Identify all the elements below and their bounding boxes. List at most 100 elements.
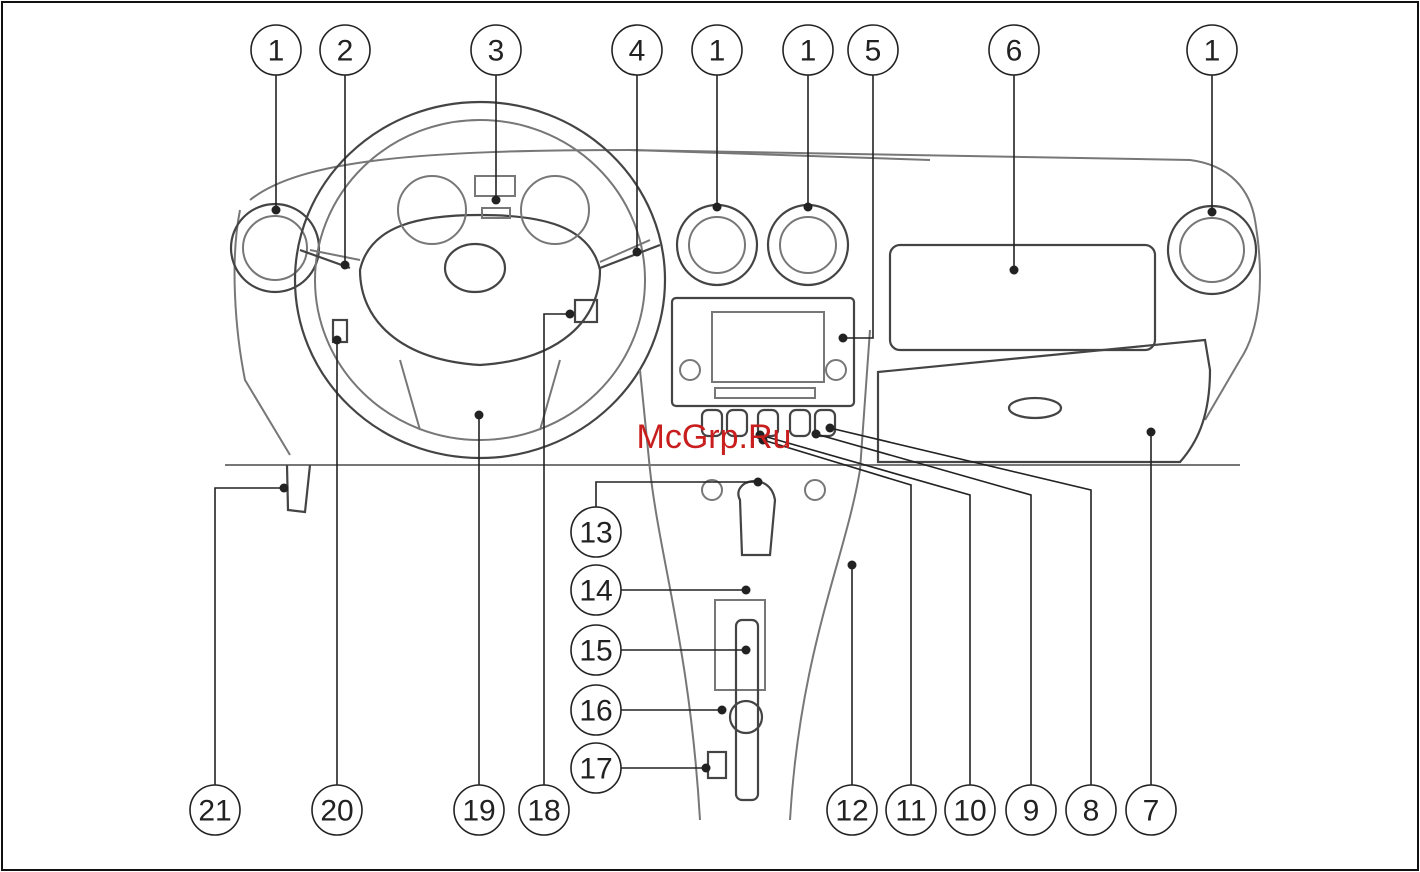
callout-point-21 (280, 484, 289, 493)
passenger-airbag-panel (890, 245, 1155, 350)
callout-4: 4 (612, 25, 662, 75)
right-side-vent (1168, 206, 1256, 294)
gear-knob (738, 481, 775, 555)
callout-number: 2 (337, 35, 354, 68)
callout-number: 1 (800, 35, 817, 68)
dash-top-outline (250, 150, 1255, 220)
callout-leader-9 (816, 434, 1031, 785)
callout-number: 6 (1006, 35, 1023, 68)
callout-point-9 (812, 430, 821, 439)
callout-1: 1 (1187, 25, 1237, 75)
callout-point-8 (826, 424, 835, 433)
callout-leader-10 (760, 435, 970, 785)
airbag-hub (360, 215, 600, 365)
callout-number: 8 (1083, 795, 1100, 828)
callout-point-12 (848, 561, 857, 570)
dash-right-edge (1205, 220, 1260, 420)
callout-13: 13 (571, 507, 621, 557)
callout-point-1 (272, 206, 281, 215)
callout-number: 1 (268, 35, 285, 68)
callout-point-20 (333, 336, 342, 345)
console-switch (708, 752, 726, 778)
console-right-edge (790, 330, 870, 820)
callout-9: 9 (1006, 785, 1056, 835)
callout-point-13 (754, 478, 763, 487)
center-vent-right (768, 205, 848, 285)
callout-number: 1 (1204, 35, 1221, 68)
callout-point-18 (566, 310, 575, 319)
callout-point-16 (718, 706, 727, 715)
callout-point-14 (742, 586, 751, 595)
callout-1: 1 (251, 25, 301, 75)
callout-number: 12 (835, 795, 868, 828)
callout-point-1 (804, 203, 813, 212)
callout-number: 14 (579, 575, 612, 608)
callout-point-7 (1147, 428, 1156, 437)
callout-20: 20 (312, 785, 362, 835)
callout-11: 11 (886, 785, 936, 835)
callout-18: 18 (519, 785, 569, 835)
instrument-cluster (398, 176, 589, 244)
callout-21: 21 (190, 785, 240, 835)
callout-point-1 (1208, 208, 1217, 217)
callout-point-6 (1010, 266, 1019, 275)
callout-leader-21 (215, 488, 284, 785)
callout-6: 6 (989, 25, 1039, 75)
center-console (640, 330, 870, 820)
callout-number: 11 (895, 795, 926, 828)
callout-number: 16 (579, 695, 612, 728)
callout-number: 17 (579, 753, 612, 786)
callout-2: 2 (320, 25, 370, 75)
callout-1: 1 (783, 25, 833, 75)
callout-point-1 (713, 203, 722, 212)
callout-19: 19 (454, 785, 504, 835)
steering-wheel (295, 102, 665, 458)
callout-number: 10 (953, 795, 986, 828)
callout-number: 3 (488, 35, 505, 68)
callout-3: 3 (471, 25, 521, 75)
callout-number: 21 (198, 795, 231, 828)
glove-box (878, 340, 1210, 462)
callout-number: 13 (579, 517, 612, 550)
callout-1: 1 (692, 25, 742, 75)
callout-16: 16 (571, 685, 621, 735)
callout-12: 12 (827, 785, 877, 835)
callout-15: 15 (571, 625, 621, 675)
dashboard-illustration (225, 102, 1260, 820)
callout-number: 19 (462, 795, 495, 828)
center-vent-left (677, 205, 757, 285)
bonnet-release-lever (287, 465, 310, 512)
callout-point-4 (633, 248, 642, 257)
glove-box-handle (1009, 398, 1061, 418)
wheel-lower-spokes (400, 360, 560, 430)
callout-leader-11 (763, 440, 911, 785)
callout-leader-13 (596, 482, 758, 507)
callout-number: 9 (1023, 795, 1040, 828)
callout-point-2 (341, 261, 350, 270)
callout-14: 14 (571, 565, 621, 615)
watermark: McGrp.Ru (637, 418, 792, 456)
callout-leader-18 (544, 314, 570, 785)
brand-emblem (445, 244, 505, 292)
callout-number: 15 (579, 635, 612, 668)
callout-point-15 (742, 646, 751, 655)
callout-point-5 (839, 334, 848, 343)
audio-unit (672, 298, 854, 406)
callout-point-3 (492, 196, 501, 205)
callout-17: 17 (571, 743, 621, 793)
callout-number: 20 (320, 795, 353, 828)
callout-8: 8 (1066, 785, 1116, 835)
callout-number: 7 (1143, 795, 1160, 828)
callout-number: 5 (865, 35, 882, 68)
callout-7: 7 (1126, 785, 1176, 835)
callout-5: 5 (848, 25, 898, 75)
callout-leader-8 (830, 428, 1091, 785)
callout-point-17 (702, 764, 711, 773)
callout-number: 1 (709, 35, 726, 68)
callout-number: 18 (527, 795, 560, 828)
callout-number: 4 (629, 35, 646, 68)
callout-point-19 (475, 411, 484, 420)
callout-10: 10 (945, 785, 995, 835)
